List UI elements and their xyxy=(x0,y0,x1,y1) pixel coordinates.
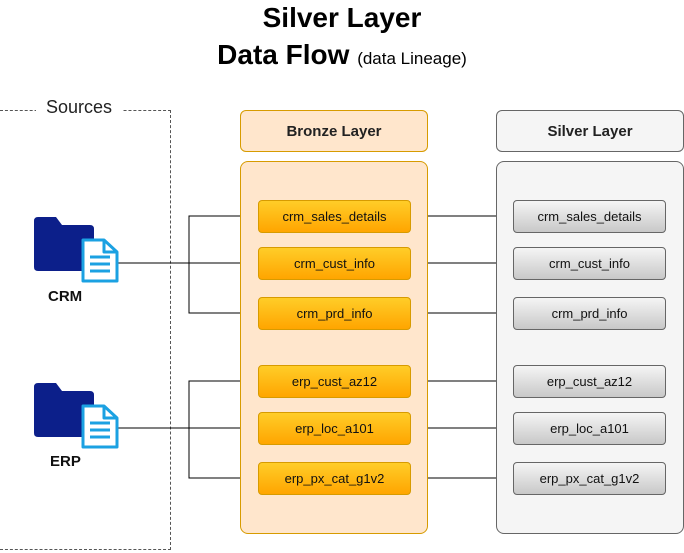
bronze-table-erp-loc-a101: erp_loc_a101 xyxy=(258,412,411,445)
folder-document-icon xyxy=(34,217,119,283)
silver-table-erp-loc-a101: erp_loc_a101 xyxy=(513,412,666,445)
diagram-title-note: (data Lineage) xyxy=(357,49,467,68)
bronze-table-crm-prd-info: crm_prd_info xyxy=(258,297,411,330)
silver-table-crm-prd-info: crm_prd_info xyxy=(513,297,666,330)
bronze-table-erp-cust-az12: erp_cust_az12 xyxy=(258,365,411,398)
diagram-title-line2: Data Flow xyxy=(217,39,350,70)
folder-document-icon xyxy=(34,383,119,449)
silver-table-erp-px-cat-g1v2: erp_px_cat_g1v2 xyxy=(513,462,666,495)
silver-table-crm-cust-info: crm_cust_info xyxy=(513,247,666,280)
bronze-layer-header: Bronze Layer xyxy=(240,110,428,152)
sources-label: Sources xyxy=(36,97,123,118)
silver-table-erp-cust-az12: erp_cust_az12 xyxy=(513,365,666,398)
crm-source-label: CRM xyxy=(48,288,83,305)
silver-table-crm-sales-details: crm_sales_details xyxy=(513,200,666,233)
diagram-subtitle-line: Data Flow (data Lineage) xyxy=(0,39,684,71)
bronze-table-crm-sales-details: crm_sales_details xyxy=(258,200,411,233)
crm-bracket xyxy=(188,215,258,314)
erp-source-label: ERP xyxy=(50,453,81,470)
silver-layer-header: Silver Layer xyxy=(496,110,684,152)
diagram-title: Silver Layer xyxy=(262,2,422,33)
bronze-table-crm-cust-info: crm_cust_info xyxy=(258,247,411,280)
erp-bracket xyxy=(188,380,258,479)
bronze-table-erp-px-cat-g1v2: erp_px_cat_g1v2 xyxy=(258,462,411,495)
